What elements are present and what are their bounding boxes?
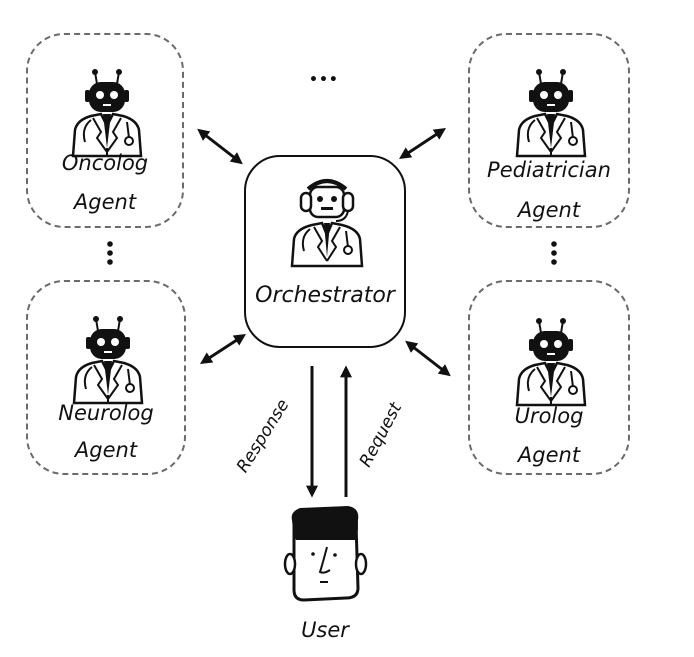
agent-suffix: Agent [73, 190, 137, 214]
orchestrator-box: Orchestrator [244, 155, 406, 348]
agent-name: Pediatrician [487, 158, 611, 182]
user-label: User [301, 618, 349, 642]
agent-suffix: Agent [517, 198, 581, 222]
agent-suffix: Agent [517, 443, 581, 467]
link-neurolog [199, 334, 247, 364]
more-agents-ellipsis: ••• [309, 72, 339, 88]
agent-box-urolog: Urolog Agent [468, 280, 630, 475]
vertical-ellipsis-right [551, 241, 557, 265]
link-urolog [405, 340, 451, 377]
agent-box-pediatrician: Pediatrician Agent [468, 33, 630, 228]
orchestrator-label: Orchestrator [255, 283, 395, 308]
vertical-ellipsis-left [107, 241, 113, 265]
agent-name: Oncolog [61, 151, 149, 175]
agent-box-oncolog: Oncolog Agent [26, 33, 184, 228]
agent-name: Urolog [514, 404, 584, 428]
agent-name: Neurolog [58, 401, 154, 425]
user-face-icon [283, 506, 368, 602]
agent-suffix: Agent [74, 438, 138, 462]
link-pediatrician [398, 128, 447, 159]
link-oncolog [197, 128, 243, 165]
agent-box-neurolog: Neurolog Agent [26, 280, 186, 475]
